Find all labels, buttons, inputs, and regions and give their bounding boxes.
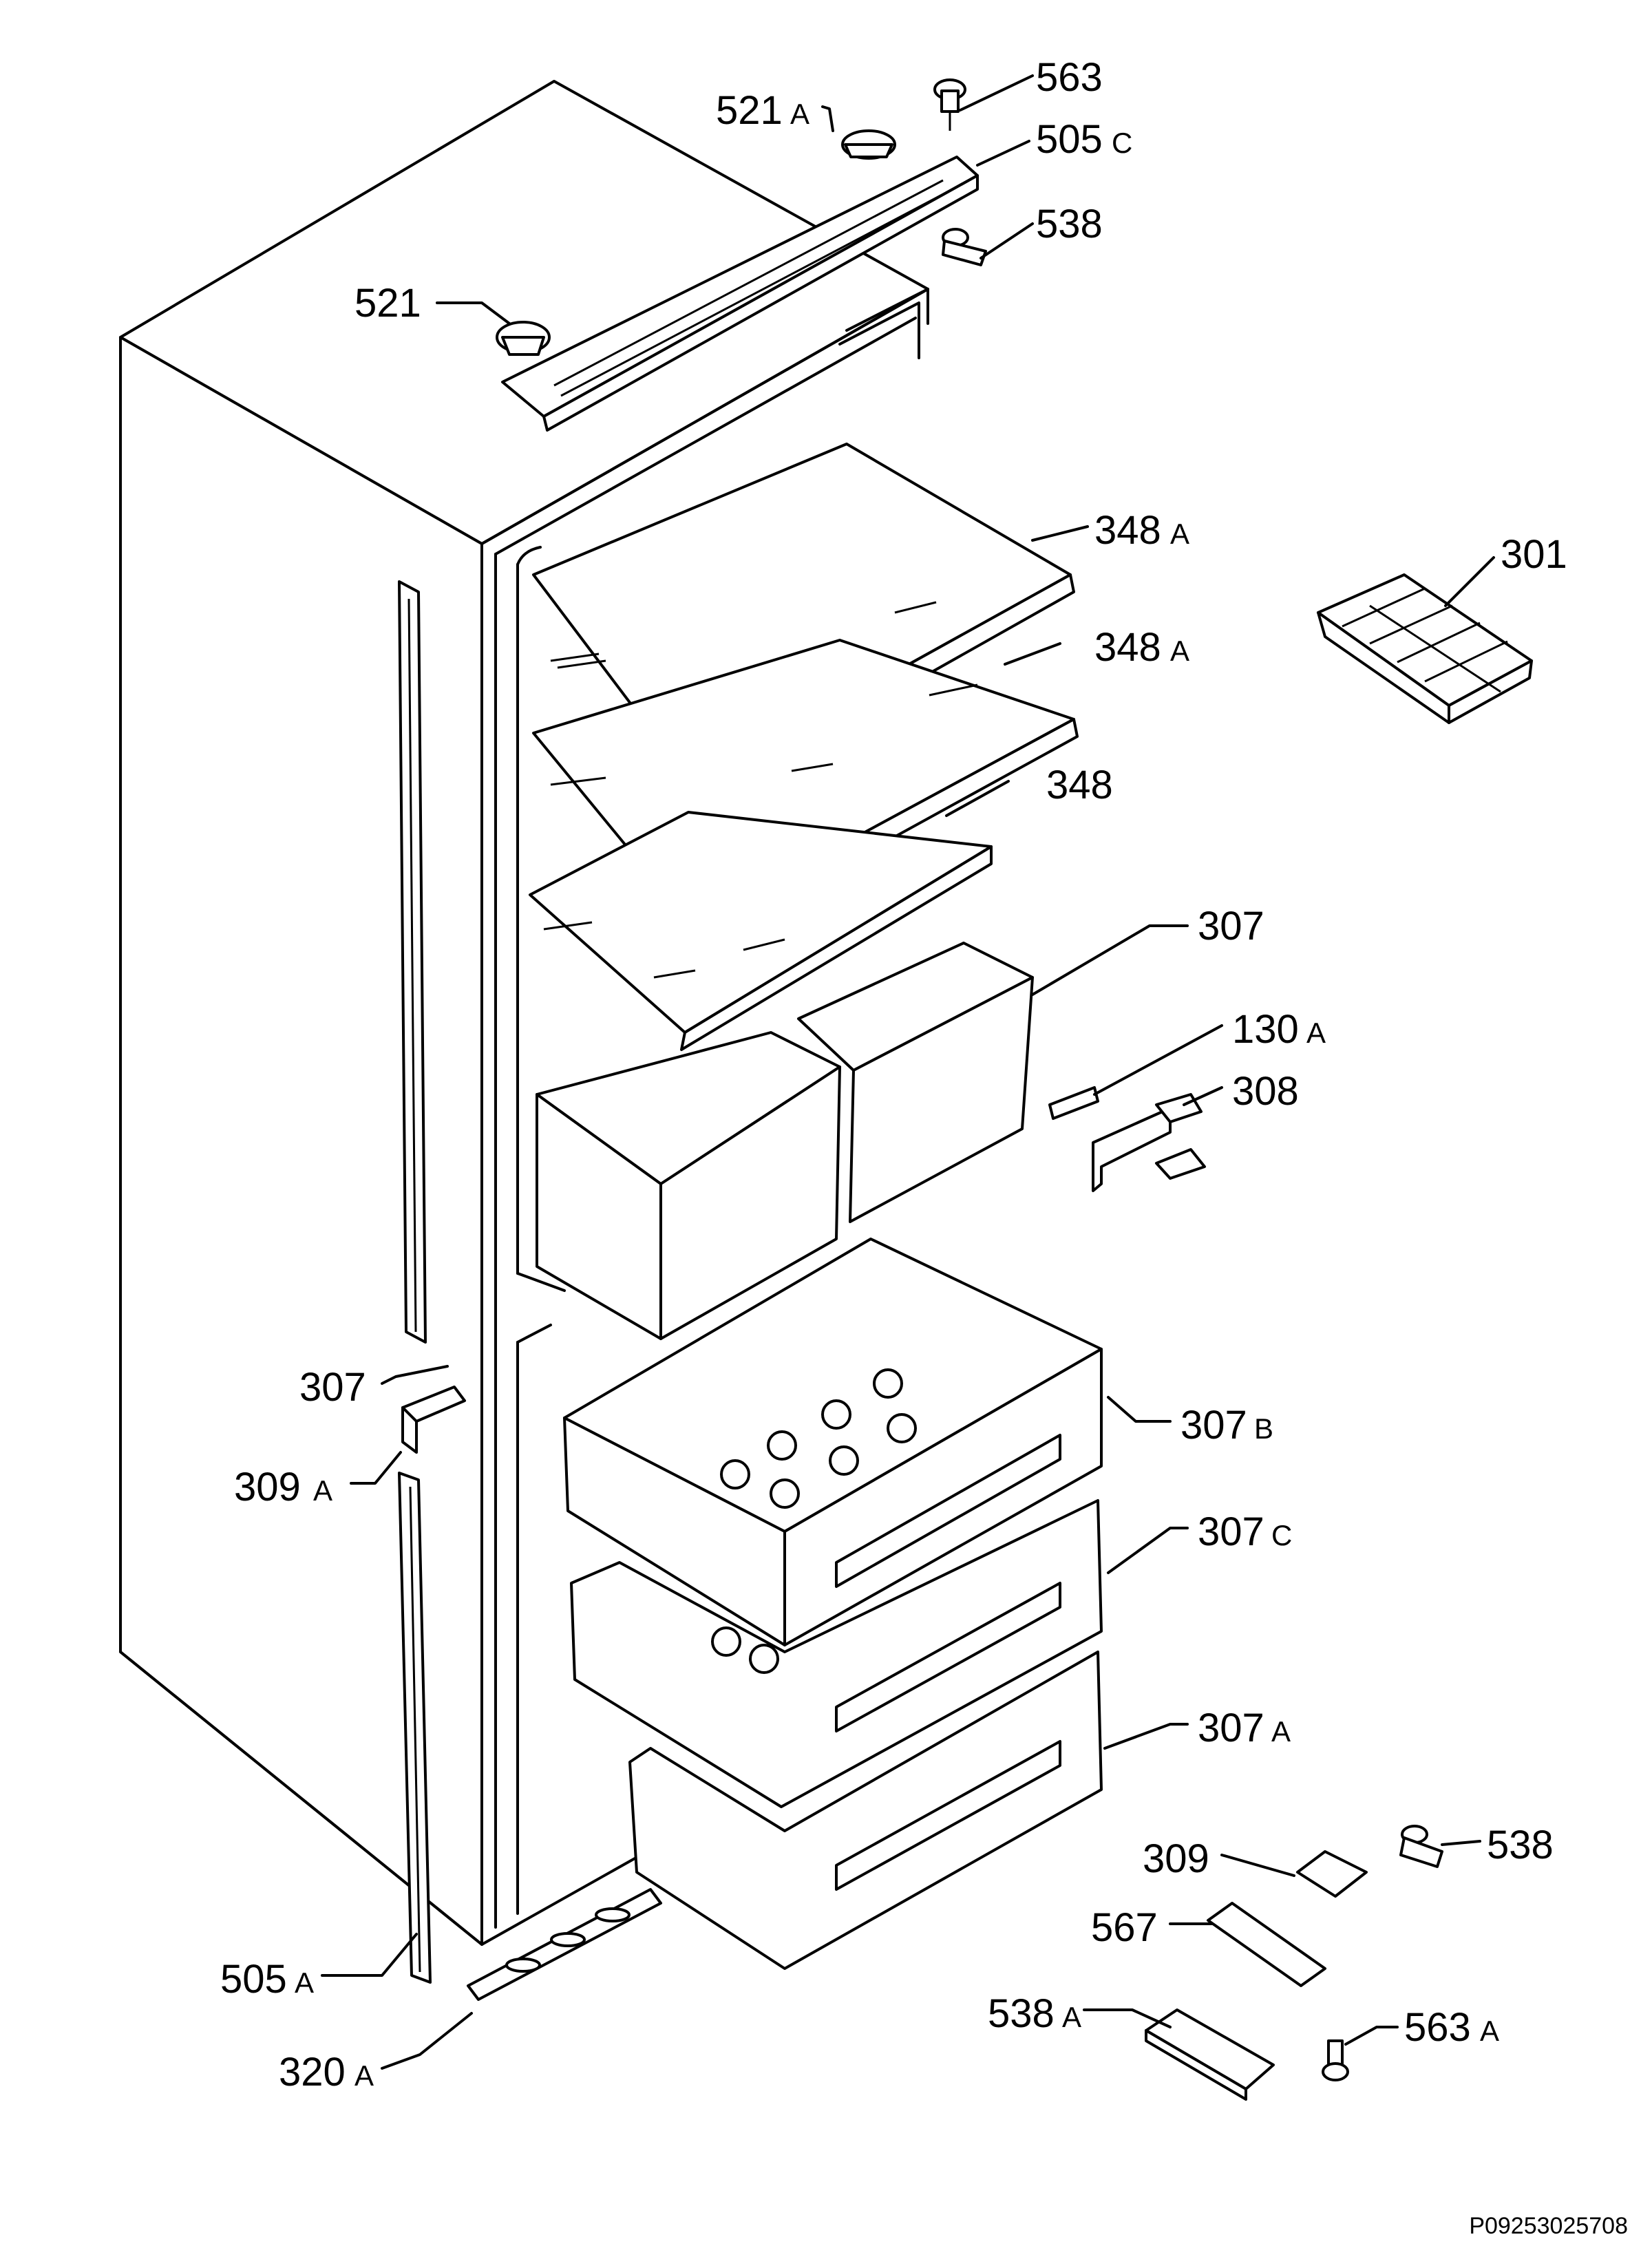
label-563a-number: 563	[1404, 2005, 1471, 2050]
hinge-rail-505c	[501, 156, 979, 432]
crisper-drawer-307-right	[797, 942, 1034, 1223]
label-538-top-number: 538	[1036, 202, 1103, 246]
clip-130a	[1048, 1086, 1099, 1120]
hinge-538-top	[942, 228, 987, 266]
leader-lines	[321, 74, 1495, 2070]
hinge-538-bottom	[1399, 1825, 1443, 1868]
cover-cap-521	[496, 321, 551, 356]
label-521a-number: 521	[716, 88, 783, 133]
label-307-top-number: 307	[1198, 904, 1264, 948]
label-348a-1-suffix: A	[1170, 518, 1189, 550]
label-308-number: 308	[1232, 1069, 1299, 1114]
label-505c-suffix: C	[1112, 127, 1132, 159]
door-bracket-309a	[401, 1386, 466, 1454]
hinge-plate-538a	[1145, 2008, 1275, 2101]
guide-rail-320a	[467, 1888, 662, 2001]
screw-563	[933, 78, 966, 131]
label-309-number: 309	[1143, 1836, 1209, 1881]
glass-shelf-348	[529, 811, 993, 1051]
crisper-drawer-307-left	[536, 1031, 841, 1340]
label-563a-suffix: A	[1480, 2015, 1499, 2047]
ice-cube-tray-301	[1317, 573, 1533, 724]
callout-labels: 563 521 A 505 C 538 521 348 A 301 348 A …	[220, 55, 1567, 2095]
label-348a-2-suffix: A	[1170, 635, 1189, 667]
plate-309	[1296, 1850, 1368, 1898]
label-538a-number: 538	[988, 1991, 1055, 2036]
label-130a-suffix: A	[1306, 1017, 1326, 1049]
label-320a-number: 320	[279, 2050, 346, 2095]
label-348a-2-number: 348	[1094, 625, 1161, 670]
label-320a-suffix: A	[354, 2059, 374, 2092]
label-307a-number: 307	[1198, 1706, 1264, 1750]
cover-cap-521a	[841, 129, 896, 160]
label-307-left-number: 307	[299, 1365, 366, 1410]
label-301-number: 301	[1501, 532, 1567, 577]
label-307b-suffix: B	[1254, 1412, 1273, 1445]
freezer-drawer-307b	[563, 1238, 1103, 1646]
label-307a-suffix: A	[1271, 1715, 1291, 1748]
label-505c-number: 505	[1036, 117, 1103, 162]
label-348a-1-number: 348	[1094, 508, 1161, 553]
label-348-number: 348	[1046, 763, 1113, 807]
freezer-drawer-307a	[628, 1651, 1103, 1970]
diagram-code: P09253025708	[1469, 2213, 1628, 2239]
label-521-number: 521	[354, 281, 421, 326]
hinge-bracket-308	[1092, 1093, 1206, 1192]
label-505a-suffix: A	[295, 1966, 314, 1999]
label-307c-number: 307	[1198, 1509, 1264, 1554]
label-307c-suffix: C	[1271, 1519, 1292, 1551]
label-538-bottom-number: 538	[1487, 1823, 1554, 1867]
freezer-drawer-307c	[570, 1499, 1103, 1808]
refrigerator-cabinet	[119, 80, 929, 1946]
label-307b-number: 307	[1180, 1403, 1247, 1448]
bracket-567	[1207, 1902, 1326, 1987]
label-309a-number: 309	[234, 1465, 301, 1509]
label-521a-suffix: A	[790, 98, 809, 130]
label-538a-suffix: A	[1062, 2001, 1081, 2033]
label-567-number: 567	[1091, 1905, 1158, 1950]
door-seal-strip	[398, 580, 432, 1984]
label-309a-suffix: A	[313, 1474, 332, 1507]
label-563-number: 563	[1036, 55, 1103, 100]
screw-563a	[1322, 2039, 1349, 2081]
label-505a-number: 505	[220, 1957, 287, 2002]
label-130a-number: 130	[1232, 1007, 1299, 1052]
